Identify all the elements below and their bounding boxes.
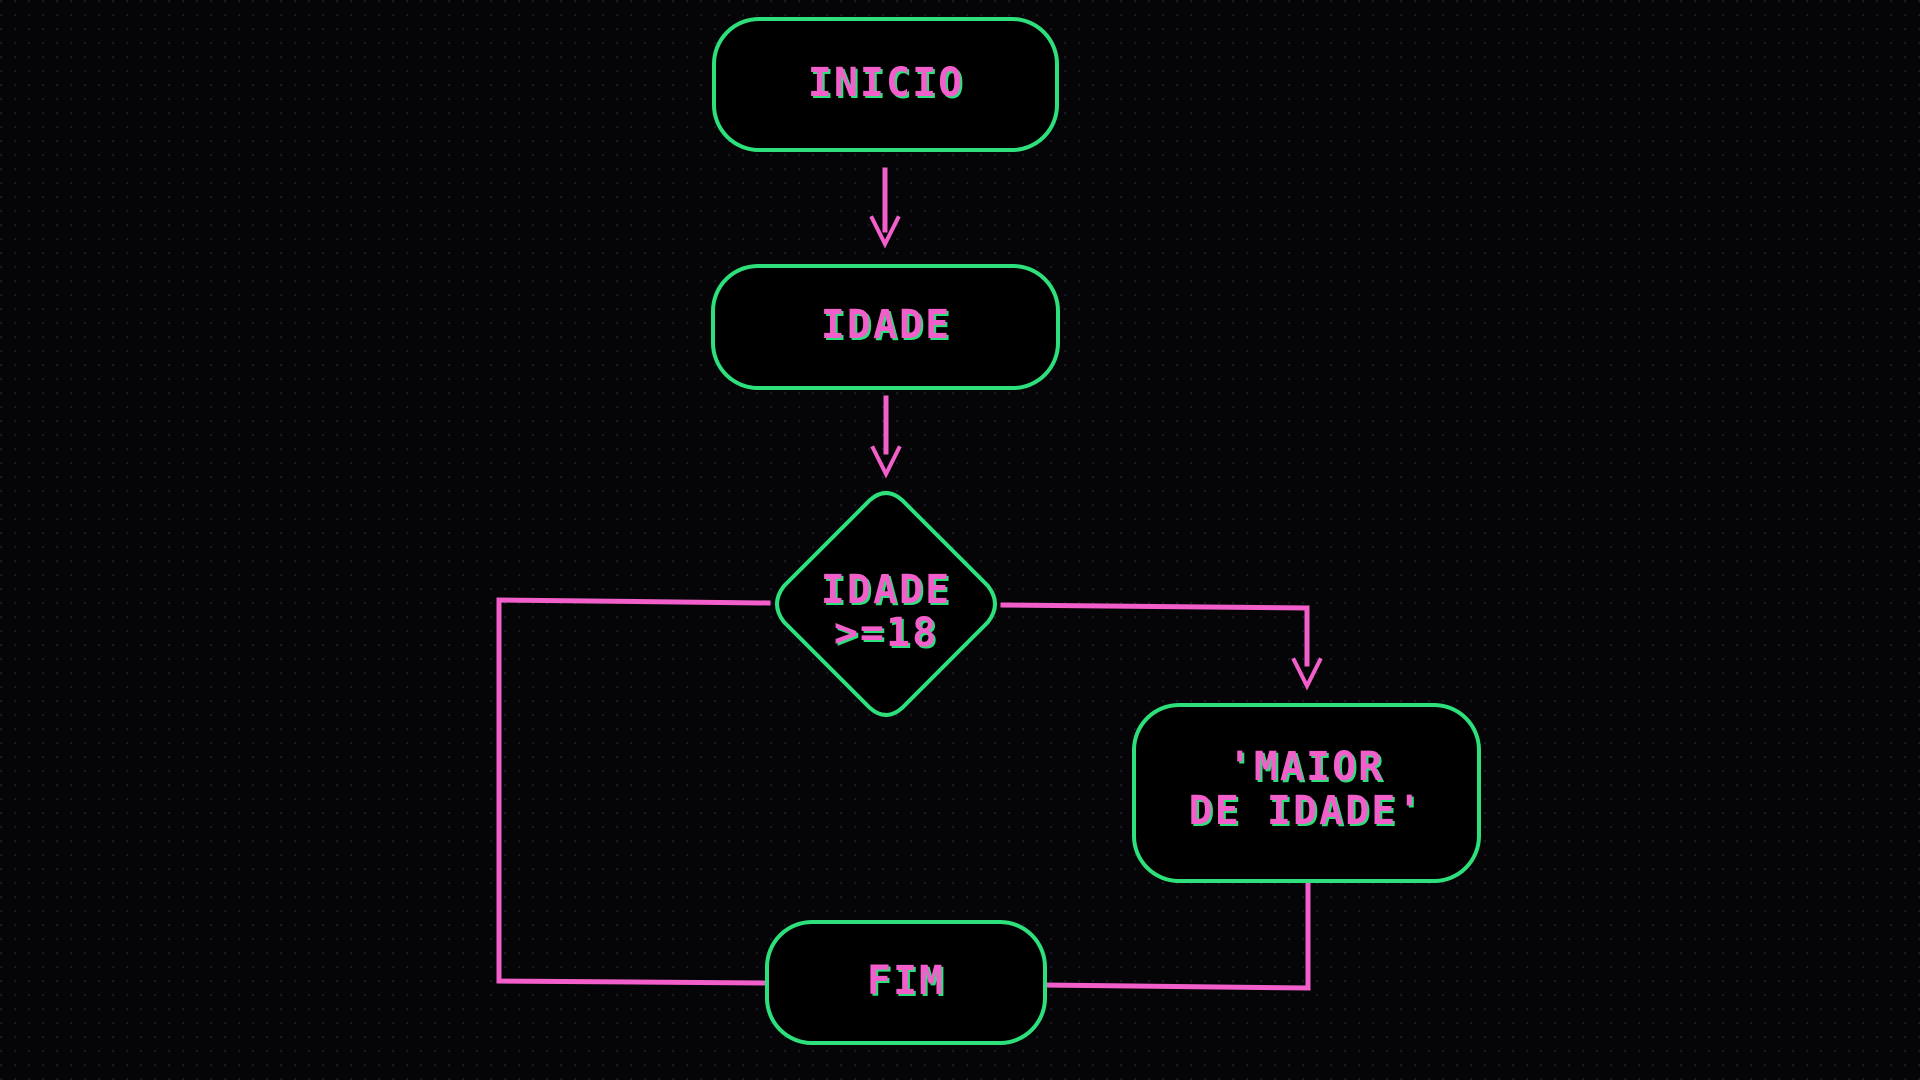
node-fim-label: FIM [867, 958, 945, 1004]
node-inicio: INICIO INICIO [712, 17, 1059, 152]
edge-decision-to-output [1000, 602, 1310, 667]
node-decision-line2-shadow: >=18 [836, 612, 940, 658]
node-output-box [1132, 703, 1481, 883]
node-idade-label-shadow: IDADE [823, 304, 953, 350]
node-decision-line2: >=18 [834, 610, 938, 656]
node-fim-label-shadow: FIM [869, 960, 947, 1006]
edge-decision-to-fim [496, 597, 771, 986]
node-decision-line1-shadow: IDADE [823, 569, 953, 615]
node-output-line2-shadow: DE IDADE' [1191, 790, 1426, 836]
node-output: 'MAIOR 'MAIOR DE IDADE' DE IDADE' [1132, 703, 1481, 883]
node-decision: IDADE IDADE >=18 >=18 [775, 491, 997, 717]
node-fim-box [765, 920, 1047, 1045]
node-decision-diamond [775, 491, 997, 717]
node-output-line2: DE IDADE' [1189, 788, 1424, 834]
node-decision-line1: IDADE [821, 567, 951, 613]
node-idade: IDADE IDADE [711, 264, 1060, 390]
nodes: INICIO INICIO IDADE IDADE IDADE IDADE >=… [711, 17, 1481, 1045]
edge-output-to-fim [1041, 879, 1311, 991]
edge-decision-to-output-arrowhead [1291, 657, 1323, 691]
node-inicio-box [712, 17, 1059, 152]
edge-idade-to-decision-arrowhead [870, 445, 902, 479]
node-fim: FIM FIM [765, 920, 1047, 1045]
node-output-line1-shadow: 'MAIOR [1230, 746, 1387, 792]
edge-inicio-to-idade-arrowhead [869, 215, 901, 249]
connectors [496, 167, 1323, 991]
node-idade-label: IDADE [821, 302, 951, 348]
node-idade-box [711, 264, 1060, 390]
node-inicio-label-shadow: INICIO [810, 62, 967, 108]
node-inicio-label: INICIO [808, 60, 965, 106]
node-output-line1: 'MAIOR [1228, 744, 1385, 790]
